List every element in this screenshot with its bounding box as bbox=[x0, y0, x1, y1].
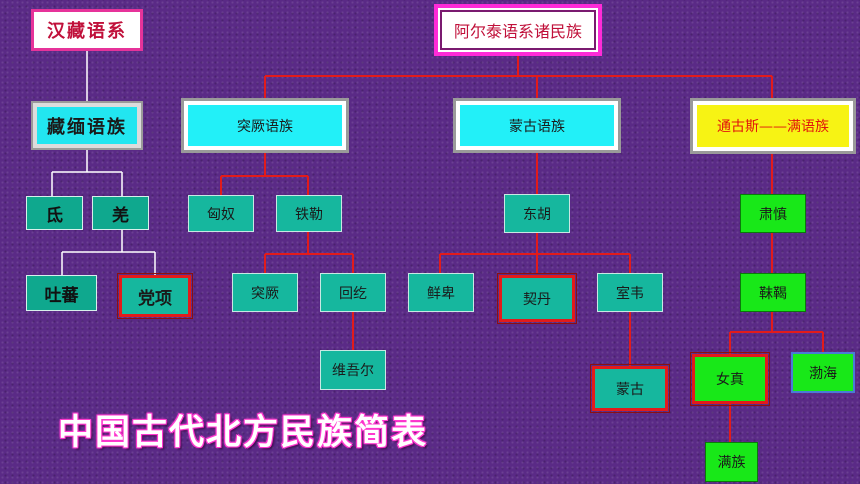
connector-zangmian-children bbox=[51, 150, 123, 196]
node-bohai: 渤海 bbox=[791, 352, 855, 393]
node-qiang: 羌 bbox=[92, 196, 149, 230]
node-dangxiang: 党项 bbox=[117, 273, 193, 319]
node-qidan: 契丹 bbox=[497, 273, 577, 324]
node-zangmian: 藏缅语族 bbox=[31, 101, 143, 150]
node-tonggusi-family-label: 通古斯——满语族 bbox=[697, 105, 849, 147]
node-sushen: 肃慎 bbox=[740, 194, 806, 233]
node-huihe: 回纥 bbox=[320, 273, 386, 312]
connector-tonggusi-family bbox=[729, 154, 824, 354]
node-manzu: 满族 bbox=[705, 442, 758, 482]
node-tiele: 铁勒 bbox=[276, 195, 342, 232]
node-shiwei: 室韦 bbox=[597, 273, 663, 312]
node-altai: 阿尔泰语系诸民族 bbox=[434, 4, 602, 56]
node-tonggusi-family: 通古斯——满语族 bbox=[690, 98, 856, 154]
node-nvzhen: 女真 bbox=[690, 352, 770, 406]
node-tujue: 突厥 bbox=[232, 273, 298, 312]
connector-tiele-children bbox=[264, 232, 354, 273]
node-menggu-family: 蒙古语族 bbox=[453, 98, 621, 153]
chart-caption: 中国古代北方民族简表 bbox=[58, 413, 429, 453]
node-weiwuer: 维吾尔 bbox=[320, 350, 386, 390]
node-tujue-family-label: 突厥语族 bbox=[188, 105, 342, 146]
node-mohe: 靺鞨 bbox=[740, 273, 806, 312]
node-menggu: 蒙古 bbox=[590, 364, 670, 413]
node-donghu: 东胡 bbox=[504, 194, 570, 233]
node-tubo: 吐蕃 bbox=[26, 275, 97, 311]
connector-altai-families bbox=[264, 56, 773, 98]
node-zangmian-label: 藏缅语族 bbox=[37, 107, 137, 144]
node-hanzang: 汉藏语系 bbox=[31, 9, 143, 51]
node-di: 氐 bbox=[26, 196, 83, 230]
node-menggu-family-label: 蒙古语族 bbox=[460, 105, 614, 146]
node-tujue-family: 突厥语族 bbox=[181, 98, 349, 153]
connector-tujue-family bbox=[220, 153, 309, 195]
node-xianbei: 鲜卑 bbox=[408, 273, 474, 312]
connector-donghu-children bbox=[439, 233, 631, 273]
node-xiongnu: 匈奴 bbox=[188, 195, 254, 232]
connector-qiang-children bbox=[61, 230, 156, 275]
